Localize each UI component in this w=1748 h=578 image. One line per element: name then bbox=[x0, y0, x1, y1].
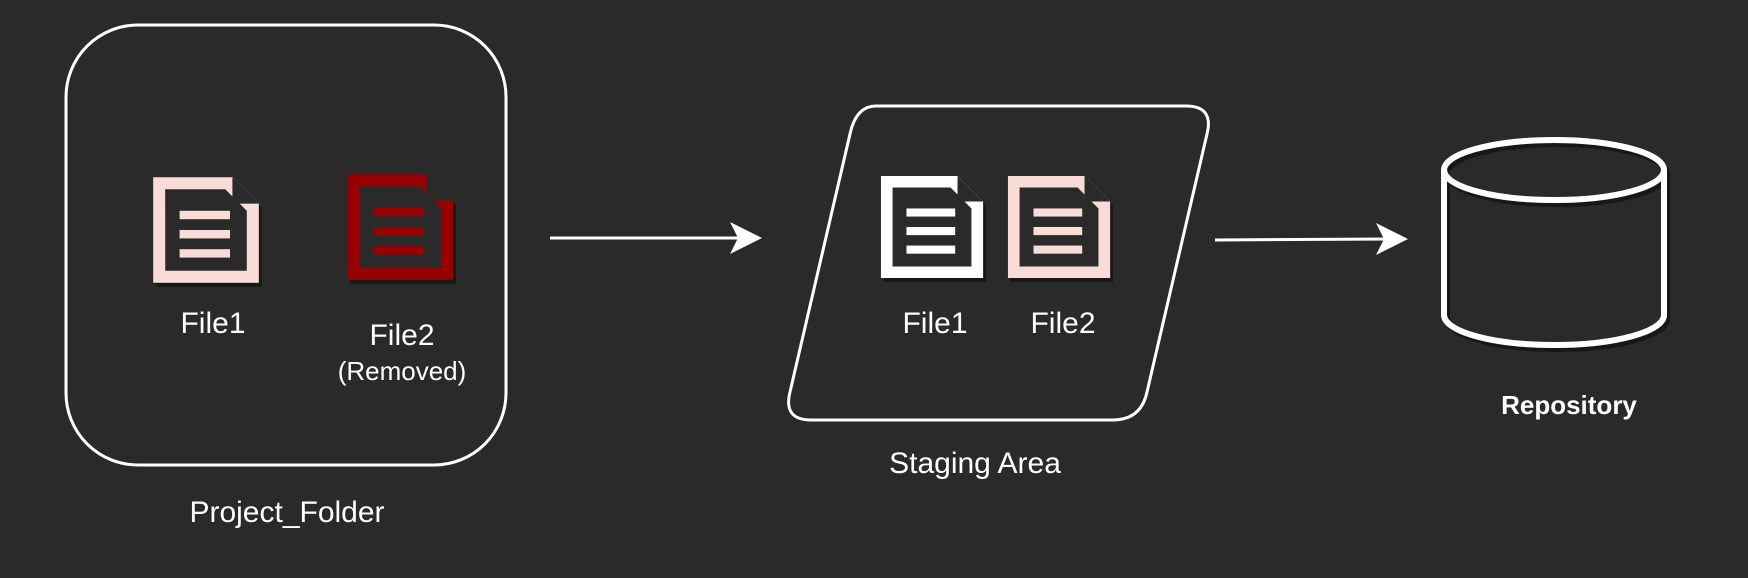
project-folder-label: Project_Folder bbox=[189, 496, 385, 529]
project-file1-icon bbox=[153, 177, 259, 283]
project-file1-label: File1 bbox=[180, 307, 246, 340]
project-file2-label: File2 bbox=[369, 319, 435, 352]
arrow-to-staging bbox=[550, 222, 762, 254]
staging-area-label: Staging Area bbox=[889, 447, 1061, 480]
staging-file1-icon bbox=[880, 175, 984, 279]
staging-area-box bbox=[787, 104, 1210, 422]
project-file2-status: (Removed) bbox=[337, 356, 467, 386]
staging-file2-label: File2 bbox=[1030, 307, 1096, 340]
project-folder-box bbox=[64, 23, 508, 467]
repository-cylinder-icon bbox=[1441, 137, 1667, 348]
arrow-to-repository bbox=[1214, 223, 1408, 255]
repository-label: Repository bbox=[1501, 390, 1637, 420]
staging-file2-icon bbox=[1007, 175, 1111, 279]
staging-file1-label: File1 bbox=[902, 307, 968, 340]
project-file2-removed-icon bbox=[347, 174, 453, 280]
